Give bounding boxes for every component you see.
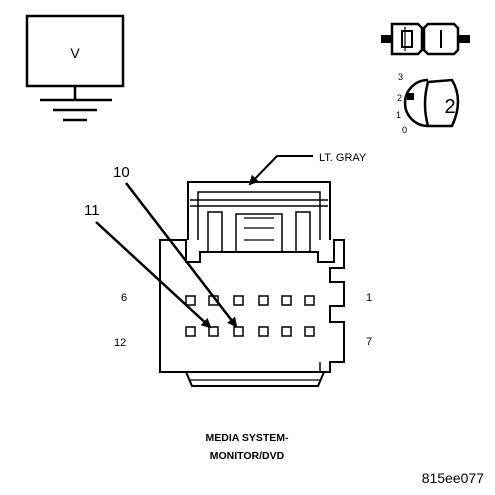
pin-cavity <box>281 295 292 306</box>
pin-cavity <box>258 295 269 306</box>
pin-cavity <box>304 295 315 306</box>
scale-label-1: 1 <box>396 110 401 120</box>
pin-cavity <box>233 295 244 306</box>
pin-cavity <box>185 326 196 337</box>
voltmeter-label: V <box>70 45 80 61</box>
pin-label-bottom-right: 7 <box>366 336 372 348</box>
pin-cavity <box>185 295 196 306</box>
pin-cavity <box>258 326 269 337</box>
caption-line-2: MONITOR/DVD <box>210 450 285 462</box>
connector-bottom-lip <box>185 371 325 387</box>
pin-row-top <box>185 295 315 306</box>
color-callout: LT. GRAY <box>248 152 367 186</box>
pin-label-top-left: 6 <box>121 292 127 304</box>
pin-cavity <box>281 326 292 337</box>
pin-cavity <box>208 326 219 337</box>
color-arrow <box>248 155 313 186</box>
callout-11: 11 <box>84 202 212 329</box>
callout-10: 10 <box>113 164 238 328</box>
connector-plug-icon <box>381 22 470 56</box>
figure-id: 815ee077 <box>422 470 485 486</box>
voltmeter-symbol: V <box>25 14 125 122</box>
pin-cavity <box>233 326 244 337</box>
caption-line-1: MEDIA SYSTEM- <box>205 432 289 444</box>
pin-cavity <box>304 326 315 337</box>
pin-label-bottom-left: 12 <box>114 337 126 349</box>
callout-10-arrow <box>125 182 238 328</box>
pin-row-bottom <box>185 326 315 337</box>
pin-label-top-right: 1 <box>366 292 372 304</box>
latch-inner <box>197 191 321 240</box>
scale-label-3: 3 <box>398 72 403 82</box>
callout-11-arrow <box>95 221 212 329</box>
latch-outer <box>187 181 331 240</box>
callout-11-label: 11 <box>84 202 100 219</box>
position-number: 2 <box>444 96 455 118</box>
scale-label-2: 2 <box>397 93 402 103</box>
connector-color-label: LT. GRAY <box>319 152 367 164</box>
scale-label-0: 0 <box>402 125 407 135</box>
connector-body <box>159 239 345 373</box>
callout-10-label: 10 <box>113 164 130 181</box>
connector-housing <box>159 181 345 387</box>
key-position-icon: 3 2 1 0 2 <box>396 72 460 135</box>
